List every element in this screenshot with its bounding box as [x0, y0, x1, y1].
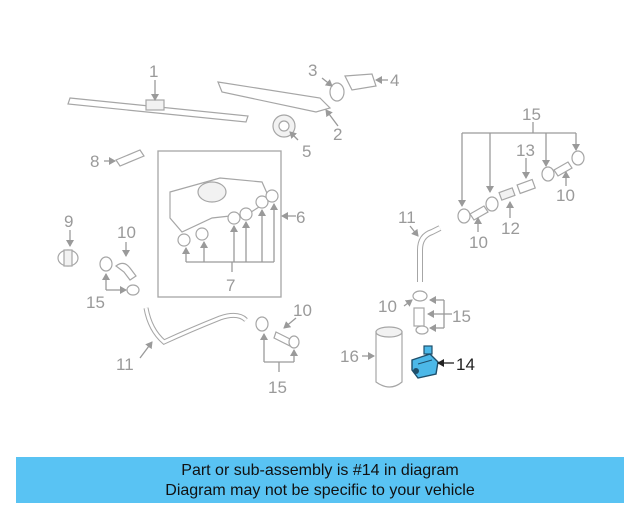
info-banner: Part or sub-assembly is #14 in diagram D… — [16, 457, 624, 503]
label-part-10d: 10 — [556, 186, 575, 205]
cap-part-4 — [344, 73, 377, 91]
label-part-13: 13 — [516, 141, 535, 160]
label-part-14: 14 — [456, 355, 475, 374]
label-part-10b: 10 — [293, 301, 312, 320]
label-part-15d: 15 — [452, 307, 471, 326]
label-part-2: 2 — [333, 125, 342, 144]
label-part-12: 12 — [501, 219, 520, 238]
label-part-3: 3 — [308, 61, 317, 80]
label-part-11b: 11 — [398, 208, 416, 227]
banner-line-1: Part or sub-assembly is #14 in diagram — [181, 462, 459, 479]
label-part-15a: 15 — [86, 293, 105, 312]
label-part-5: 5 — [302, 142, 311, 161]
jet-part-8 — [115, 149, 145, 167]
label-part-4: 4 — [390, 71, 399, 90]
label-part-6: 6 — [296, 208, 305, 227]
label-part-15c: 15 — [522, 105, 541, 124]
washer-reservoir-part-16 — [375, 326, 403, 388]
wiper-blade-part — [67, 97, 249, 123]
label-part-10e: 10 — [378, 297, 397, 316]
clip-part-9 — [57, 249, 79, 267]
wiper-arm-part — [217, 81, 332, 113]
label-part-10c: 10 — [469, 233, 488, 252]
label-part-16: 16 — [340, 347, 359, 366]
motor-assembly-box — [157, 150, 282, 298]
washer-hose-left — [143, 307, 248, 345]
washer-pump-part-14[interactable] — [411, 345, 439, 379]
parts-diagram: 1 3 4 2 5 8 6 7 — [57, 61, 585, 397]
label-part-1: 1 — [149, 62, 158, 81]
label-part-10a: 10 — [117, 223, 136, 242]
label-part-11a: 11 — [116, 355, 134, 374]
nut-part-3 — [329, 82, 345, 102]
label-part-8: 8 — [90, 152, 99, 171]
label-part-15b: 15 — [268, 378, 287, 397]
wiper-motor-part — [169, 177, 271, 233]
label-part-7: 7 — [226, 276, 235, 295]
banner-line-2: Diagram may not be specific to your vehi… — [165, 482, 475, 499]
label-part-9: 9 — [64, 212, 73, 231]
